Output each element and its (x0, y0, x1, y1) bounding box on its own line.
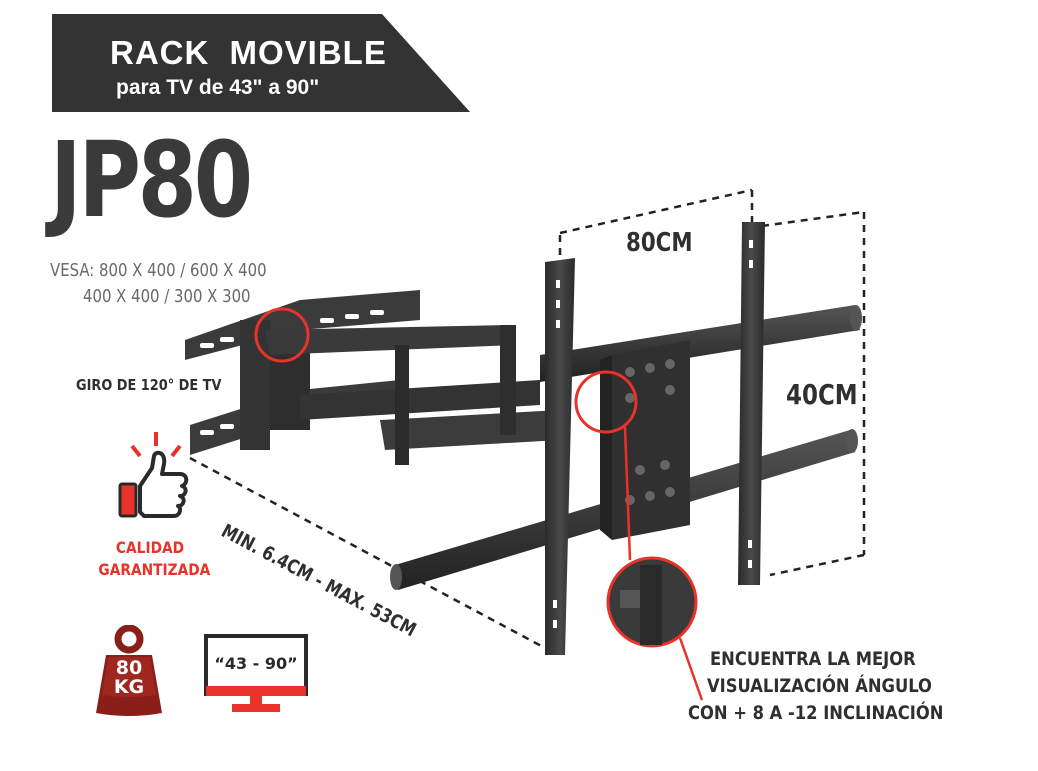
tilt-detail-zoom (606, 556, 698, 648)
thumbs-up-icon (118, 432, 189, 518)
tilt-text-line-2: VISUALIZACIÓN ÁNGULO (707, 675, 932, 697)
quality-label-line-2: GARANTIZADA (98, 560, 211, 579)
pivot-highlight (574, 370, 638, 434)
center-plate (600, 340, 690, 540)
vertical-rails (545, 222, 765, 655)
tv-monitor-icon: “43 - 90” (204, 634, 308, 716)
tv-size-range: “43 - 90” (214, 654, 298, 673)
vesa-line-2: 400 X 400 / 300 X 300 (83, 286, 251, 307)
model-number: JP80 (50, 119, 253, 241)
weight-unit: KG (113, 676, 145, 698)
dimension-lines (189, 188, 866, 650)
width-dimension-label: 80CM (626, 228, 693, 258)
title-banner: RACK MOVIBLE para TV de 43" a 90" (52, 14, 470, 112)
tilt-text-line-3: CON + 8 A -12 INCLINACIÓN (688, 702, 944, 724)
banner-title: RACK MOVIBLE (110, 34, 387, 71)
tilt-callout-line (678, 637, 704, 701)
banner-subtitle: para TV de 43" a 90" (116, 76, 320, 99)
quality-label-line-1: CALIDAD (115, 538, 185, 557)
tilt-text-line-1: ENCUENTRA LA MEJOR (710, 648, 916, 670)
vesa-line-1: VESA: 800 X 400 / 600 X 400 (50, 260, 267, 281)
rotation-label: GIRO DE 120° DE TV (76, 376, 222, 394)
swing-arms (265, 325, 560, 465)
weight-value: 80 (115, 657, 143, 679)
height-dimension-label: 40CM (786, 378, 858, 411)
weight-icon: 80 KG (96, 625, 162, 717)
rotation-highlight (254, 307, 310, 363)
callout-line (623, 426, 632, 561)
wall-plate (185, 290, 420, 455)
banner-shape (52, 14, 470, 112)
